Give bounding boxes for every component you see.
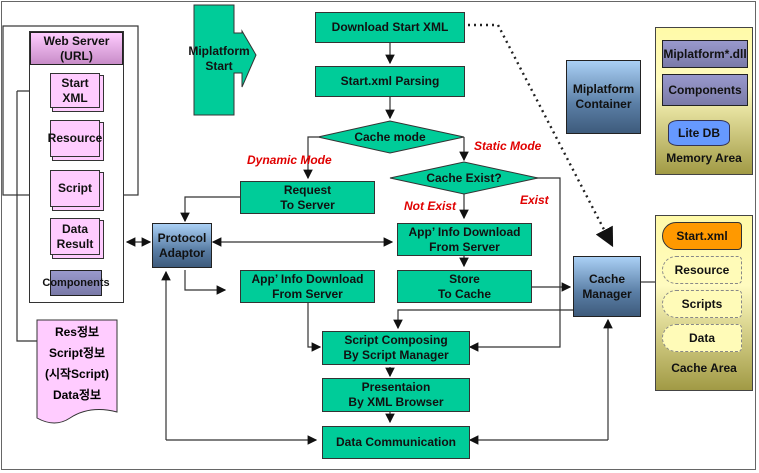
info-document: Res정보 Script정보 (시작Script) Data정보 <box>37 322 117 406</box>
doc-line: Data정보 <box>52 388 102 402</box>
item-data-result: Data Result <box>50 218 100 255</box>
start-xml-parsing: Start.xml Parsing <box>315 66 465 97</box>
miplatform-container: Miplatform Container <box>566 60 641 134</box>
doc-line: (시작Script) <box>44 367 110 381</box>
not-exist-label: Not Exist <box>404 199 457 213</box>
download-start-xml: Download Start XML <box>315 12 465 43</box>
lite-db: Lite DB <box>668 120 730 146</box>
cache-item-start-xml: Start.xml <box>662 222 742 250</box>
cache-item-data: Data <box>662 324 742 352</box>
app-info-download-right: App’ Info Download From Server <box>397 223 532 256</box>
script-composing: Script Composing By Script Manager <box>322 331 470 365</box>
dotted-cache-link <box>468 23 614 248</box>
item-start-xml: Start XML <box>50 73 100 108</box>
cache-item-resource: Resource <box>662 256 742 284</box>
cache-mode-label: Cache mode <box>354 129 426 144</box>
presentation: Presentaion By XML Browser <box>322 378 470 412</box>
memory-item-dll: Miplatform*.dll <box>662 40 748 68</box>
start-arrow-shape <box>193 4 257 116</box>
item-resource: Resource <box>48 120 102 157</box>
cache-manager: Cache Manager <box>573 256 641 317</box>
data-communication: Data Communication <box>322 426 470 459</box>
cache-exist-label: Cache Exist? <box>426 170 502 185</box>
protocol-adaptor: Protocol Adaptor <box>152 223 212 268</box>
memory-area-title: Memory Area <box>666 151 742 165</box>
dynamic-mode-label: Dynamic Mode <box>247 153 332 167</box>
info-document-shape <box>36 319 118 424</box>
item-script: Script <box>50 170 100 207</box>
doc-line: Script정보 <box>48 346 106 360</box>
cache-mode-diamond <box>317 120 465 154</box>
doc-line: Res정보 <box>54 325 100 339</box>
static-mode-label: Static Mode <box>474 139 542 153</box>
store-to-cache: Store To Cache <box>397 270 532 303</box>
exist-label: Exist <box>520 193 549 207</box>
cache-item-scripts: Scripts <box>662 290 742 318</box>
request-to-server: Request To Server <box>240 181 375 214</box>
web-server-title: Web Server (URL) <box>30 32 123 65</box>
miplatform-start: Miplatform Start <box>188 44 250 73</box>
web-server-panel <box>29 31 124 303</box>
cache-area-title: Cache Area <box>671 361 737 375</box>
app-info-download-left: App’ Info Download From Server <box>240 270 375 303</box>
item-components: Components <box>42 270 110 296</box>
cache-exist-diamond <box>389 161 539 195</box>
memory-item-components: Components <box>662 74 748 106</box>
